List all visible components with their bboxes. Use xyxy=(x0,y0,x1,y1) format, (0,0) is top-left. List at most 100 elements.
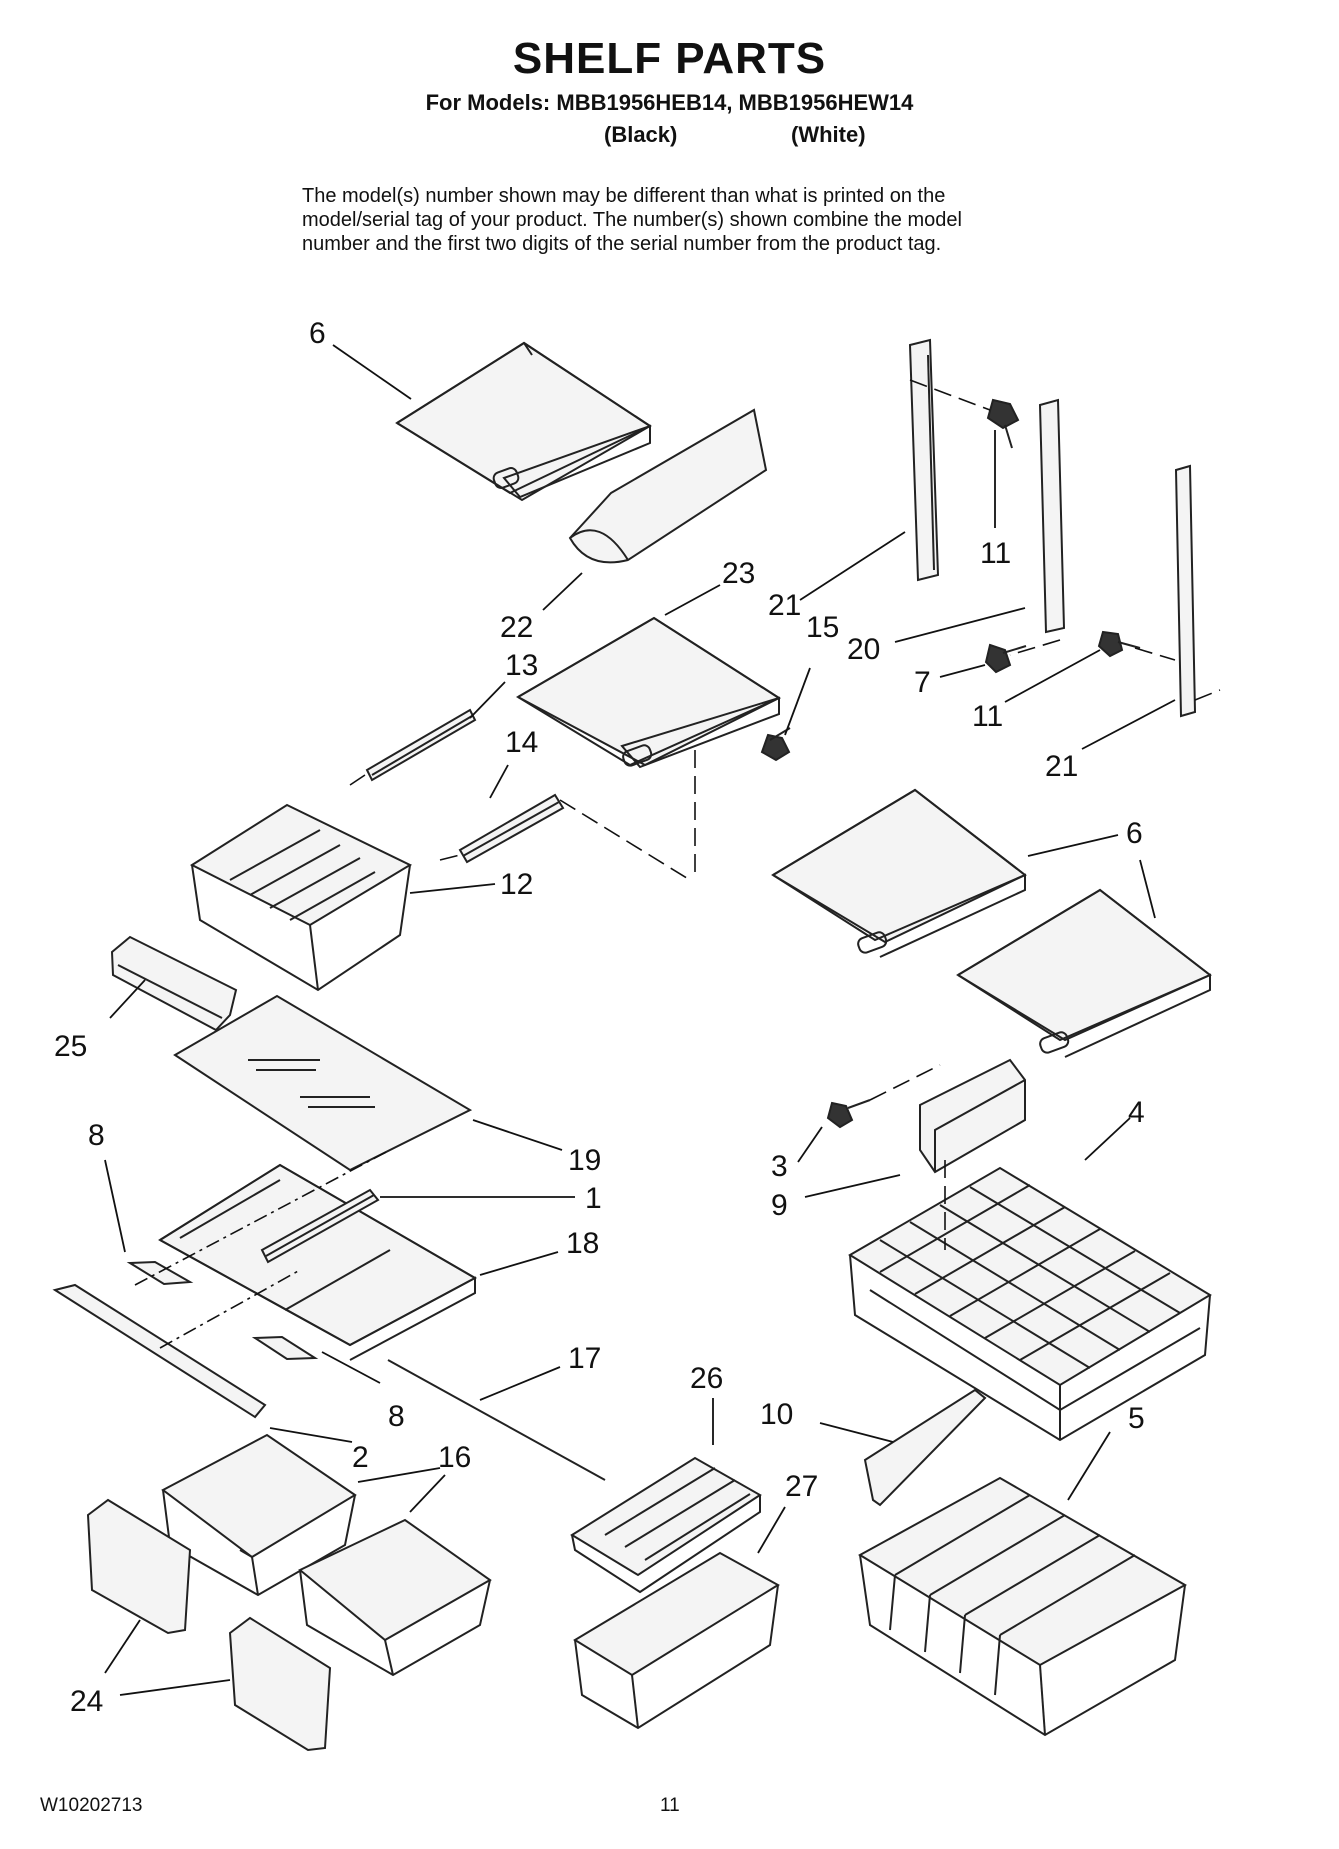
part-18-crisper-cover-frame xyxy=(158,1163,478,1361)
part-21-ladder-left xyxy=(908,338,940,582)
callout-7: 7 xyxy=(914,666,931,699)
part-11-screw-lower xyxy=(1097,630,1141,658)
leader-24b xyxy=(119,1679,231,1696)
callout-21-lower: 21 xyxy=(1045,750,1078,783)
notice-line-1: The model(s) number shown may be differe… xyxy=(302,185,946,207)
callout-20: 20 xyxy=(847,633,880,666)
part-12-crisper-drawer xyxy=(189,803,413,992)
callout-12: 12 xyxy=(500,868,533,901)
callout-23: 23 xyxy=(722,557,755,590)
callout-18: 18 xyxy=(566,1227,599,1260)
leader-2 xyxy=(269,1427,353,1443)
callout-27: 27 xyxy=(785,1470,818,1503)
callout-1: 1 xyxy=(585,1182,602,1215)
leader-16a xyxy=(357,1467,441,1483)
callout-22: 22 xyxy=(500,611,533,644)
callout-21: 21 xyxy=(768,589,801,622)
callout-16: 16 xyxy=(438,1441,471,1474)
notice-line-3: number and the first two digits of the s… xyxy=(302,233,942,255)
leader-12 xyxy=(409,883,496,894)
part-11-screw-upper xyxy=(986,398,1020,449)
part-6-right-shelf-upper xyxy=(771,788,1027,958)
part-3-screw xyxy=(826,1099,871,1129)
callout-13: 13 xyxy=(505,649,538,682)
part-13-rail xyxy=(365,708,477,782)
leader-22 xyxy=(542,572,583,611)
callout-25: 25 xyxy=(54,1030,87,1063)
leader-11b xyxy=(1004,649,1101,703)
page-number: 11 xyxy=(660,1795,680,1816)
guide-line xyxy=(1134,647,1176,661)
callout-10: 10 xyxy=(760,1398,793,1431)
guide-line xyxy=(909,379,991,411)
callout-4: 4 xyxy=(1128,1096,1145,1129)
callout-24: 24 xyxy=(70,1685,103,1718)
callout-19: 19 xyxy=(568,1144,601,1177)
leader-15 xyxy=(784,667,811,736)
callout-9: 9 xyxy=(771,1189,788,1222)
part-9-basket-divider xyxy=(919,1058,1026,1174)
part-25-crisper-trim xyxy=(110,935,238,1032)
leader-13 xyxy=(469,681,506,719)
part-23-shelf xyxy=(515,616,782,769)
leader-5 xyxy=(1067,1431,1111,1501)
part-8-bracket-left xyxy=(126,1260,194,1286)
leader-19 xyxy=(472,1119,563,1151)
part-2-front-trim xyxy=(52,1283,267,1419)
leader-14 xyxy=(489,764,509,799)
callout-17: 17 xyxy=(568,1342,601,1375)
callout-5: 5 xyxy=(1128,1402,1145,1435)
leader-25 xyxy=(109,979,146,1019)
leader-6a xyxy=(332,344,412,400)
guide-line xyxy=(1194,689,1221,701)
part-24-trim-right xyxy=(228,1616,332,1752)
callout-26: 26 xyxy=(690,1362,723,1395)
guide-line xyxy=(1009,639,1061,656)
callout-8: 8 xyxy=(88,1119,105,1152)
leader-17 xyxy=(479,1366,561,1401)
part-5-wire-basket xyxy=(858,1476,1188,1737)
callout-6-right: 6 xyxy=(1126,817,1143,850)
leader-18 xyxy=(479,1251,559,1276)
part-22-shelf-trim xyxy=(568,408,768,564)
leader-7 xyxy=(939,664,986,678)
callout-11: 11 xyxy=(980,537,1011,570)
notice-line-2: model/serial tag of your product. The nu… xyxy=(302,209,962,231)
part-6-top-shelf xyxy=(395,341,652,502)
part-7-screw xyxy=(984,643,1027,674)
part-16-drawer-right xyxy=(298,1518,492,1677)
part-14-rail xyxy=(458,793,565,864)
part-20-ladder-center xyxy=(1038,398,1066,634)
callout-11-lower: 11 xyxy=(972,700,1003,733)
part-1-crisper-slider xyxy=(260,1188,380,1264)
part-19-glass-shelf xyxy=(173,994,473,1172)
document-number: W10202713 xyxy=(40,1795,143,1816)
part-21-ladder-right xyxy=(1174,464,1197,718)
part-4-wire-basket xyxy=(848,1166,1212,1442)
models-line: For Models: MBB1956HEB14, MBB1956HEW14 xyxy=(425,90,914,115)
callout-3: 3 xyxy=(771,1150,788,1183)
callout-6: 6 xyxy=(309,317,326,350)
leader-8b xyxy=(321,1351,381,1384)
leader-6b xyxy=(1027,834,1119,857)
part-27-ice-bin xyxy=(573,1551,780,1730)
leader-24a xyxy=(104,1619,141,1674)
part-8-bracket-right xyxy=(251,1335,319,1361)
guide-line xyxy=(559,799,691,881)
callout-2: 2 xyxy=(352,1441,369,1474)
part-26-ice-tray xyxy=(570,1456,762,1594)
leader-9 xyxy=(804,1174,901,1198)
leader-6c xyxy=(1139,859,1156,919)
leader-21b xyxy=(1081,699,1176,750)
variant-white: (White) xyxy=(791,122,866,147)
page-title: SHELF PARTS xyxy=(512,34,827,83)
callout-14: 14 xyxy=(505,726,538,759)
leader-8a xyxy=(104,1159,126,1253)
leader-23 xyxy=(664,584,721,616)
leader-16b xyxy=(409,1474,446,1513)
part-24-trim-left xyxy=(86,1498,192,1635)
leader-10 xyxy=(819,1422,894,1443)
leader-20 xyxy=(894,607,1026,643)
guide-line xyxy=(134,1149,391,1286)
